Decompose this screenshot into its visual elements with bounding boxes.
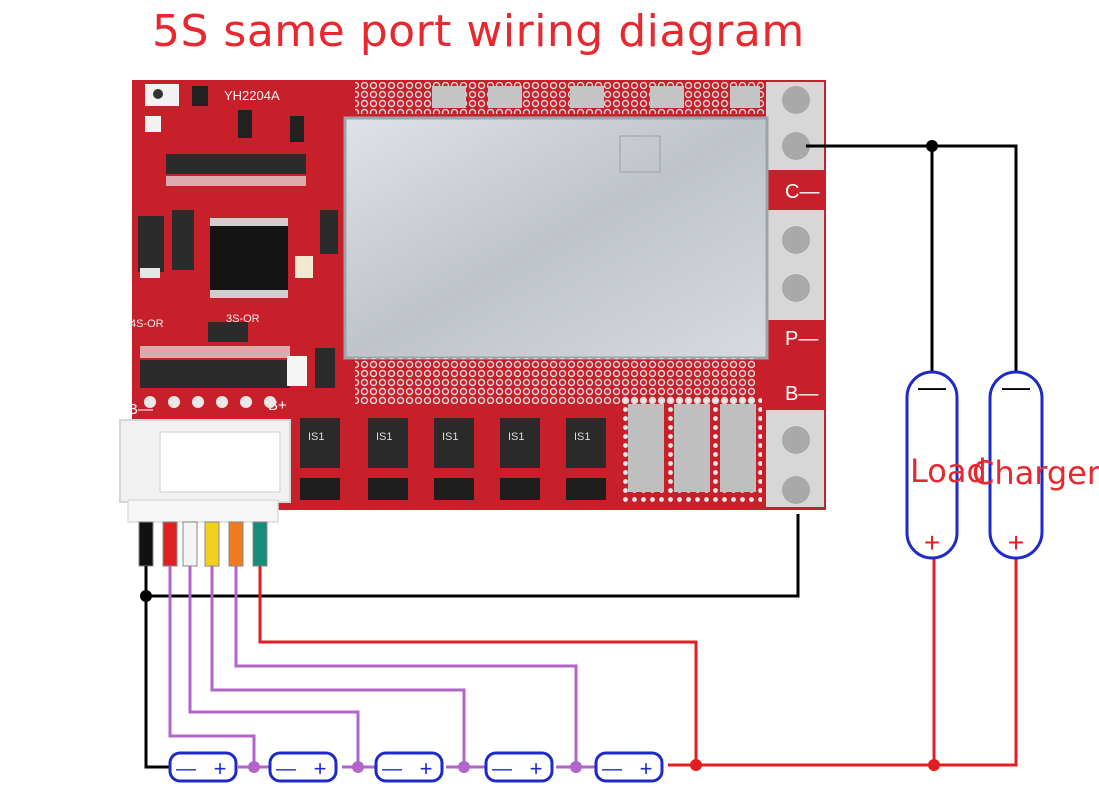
load-outline bbox=[905, 370, 959, 560]
metal-shield bbox=[343, 116, 769, 360]
battery-cell-negative: — bbox=[492, 758, 512, 780]
battery-cell-negative: — bbox=[276, 758, 296, 780]
load-negative-sign: — bbox=[918, 371, 946, 402]
wire-balance-1 bbox=[168, 566, 256, 767]
shield-mark bbox=[619, 135, 661, 173]
battery-cell-positive: + bbox=[640, 756, 653, 781]
battery-cell-2: —+ bbox=[268, 751, 338, 783]
battery-cells: —+—+—+—+—+ bbox=[168, 751, 664, 783]
wiring bbox=[144, 144, 1018, 769]
battery-cell-1: —+ bbox=[168, 751, 238, 783]
fet-label-1: IS1 bbox=[308, 431, 325, 443]
charger-negative-sign: — bbox=[1002, 371, 1030, 402]
balance-connector bbox=[119, 419, 291, 523]
battery-cell-4: —+ bbox=[484, 751, 554, 783]
bottom-fet-row: IS1 IS1 IS1 IS1 IS1 bbox=[300, 418, 606, 500]
battery-cell-negative: — bbox=[176, 758, 196, 780]
c-minus-pad bbox=[766, 170, 824, 210]
battery-cell-positive: + bbox=[214, 756, 227, 781]
mounting-holes bbox=[782, 86, 810, 504]
connector-wire-6 bbox=[252, 521, 268, 567]
connector-wire-2 bbox=[162, 521, 178, 567]
battery-cell-5: —+ bbox=[594, 751, 664, 783]
battery-cell-body bbox=[594, 751, 664, 783]
battery-cell-3: —+ bbox=[374, 751, 444, 783]
battery-cell-positive: + bbox=[314, 756, 327, 781]
charger-positive-sign: + bbox=[1008, 527, 1024, 558]
load-label: Load bbox=[910, 452, 987, 490]
top-via-row bbox=[355, 82, 765, 114]
connector-wire-3 bbox=[182, 521, 198, 567]
battery-cell-positive: + bbox=[420, 756, 433, 781]
diagram-title: 5S same port wiring diagram bbox=[152, 6, 805, 57]
p-b-pad bbox=[766, 320, 824, 410]
battery-cell-positive: + bbox=[530, 756, 543, 781]
mid-via-row bbox=[355, 358, 755, 404]
wire-balance-3 bbox=[210, 566, 466, 767]
wire-balance-2 bbox=[188, 566, 360, 767]
wire-cminus-to-charger bbox=[806, 144, 1018, 372]
load-positive-sign: + bbox=[924, 527, 940, 558]
wire-positive-to-charger bbox=[668, 558, 1018, 767]
balance-pin-pads bbox=[144, 396, 276, 408]
label-p-minus: P— bbox=[785, 328, 818, 350]
label-4s-or: 4S-OR bbox=[130, 318, 164, 330]
charger-device: — Charger + bbox=[972, 370, 1099, 560]
wire-balance-positive bbox=[258, 566, 698, 765]
label-3s-or: 3S-OR bbox=[226, 313, 260, 325]
label-c-minus: C— bbox=[785, 181, 819, 203]
junction-dots bbox=[140, 140, 940, 773]
wire-cell1-negative bbox=[144, 596, 170, 769]
board-model: YH2204A bbox=[224, 88, 280, 103]
connector-wire-5 bbox=[228, 521, 244, 567]
connector-wire-4 bbox=[204, 521, 220, 567]
charger-label: Charger bbox=[972, 454, 1099, 492]
battery-cell-body bbox=[268, 751, 338, 783]
top-left-components: YH2204A 4S-OR 3S-OR bbox=[130, 84, 338, 388]
fet-label-2: IS1 bbox=[376, 431, 393, 443]
charger-outline bbox=[988, 370, 1044, 560]
battery-cell-body bbox=[374, 751, 444, 783]
battery-cell-negative: — bbox=[602, 758, 622, 780]
fet-label-4: IS1 bbox=[508, 431, 525, 443]
wire-battery-negative-to-bminus bbox=[144, 514, 800, 598]
connector-wire-1 bbox=[138, 521, 154, 567]
connector-wire-stubs bbox=[138, 521, 268, 567]
wire-balance-4 bbox=[234, 566, 578, 767]
label-b-minus: B— bbox=[785, 383, 818, 405]
battery-cell-body bbox=[484, 751, 554, 783]
top-pads bbox=[432, 86, 760, 108]
fet-label-5: IS1 bbox=[574, 431, 591, 443]
battery-cell-negative: — bbox=[382, 758, 402, 780]
bms-board: C— P— B— YH2204A bbox=[128, 80, 826, 510]
mosfet-pads bbox=[628, 404, 756, 492]
battery-cell-body bbox=[168, 751, 238, 783]
fet-label-3: IS1 bbox=[442, 431, 459, 443]
load-device: — Load + bbox=[905, 370, 987, 560]
